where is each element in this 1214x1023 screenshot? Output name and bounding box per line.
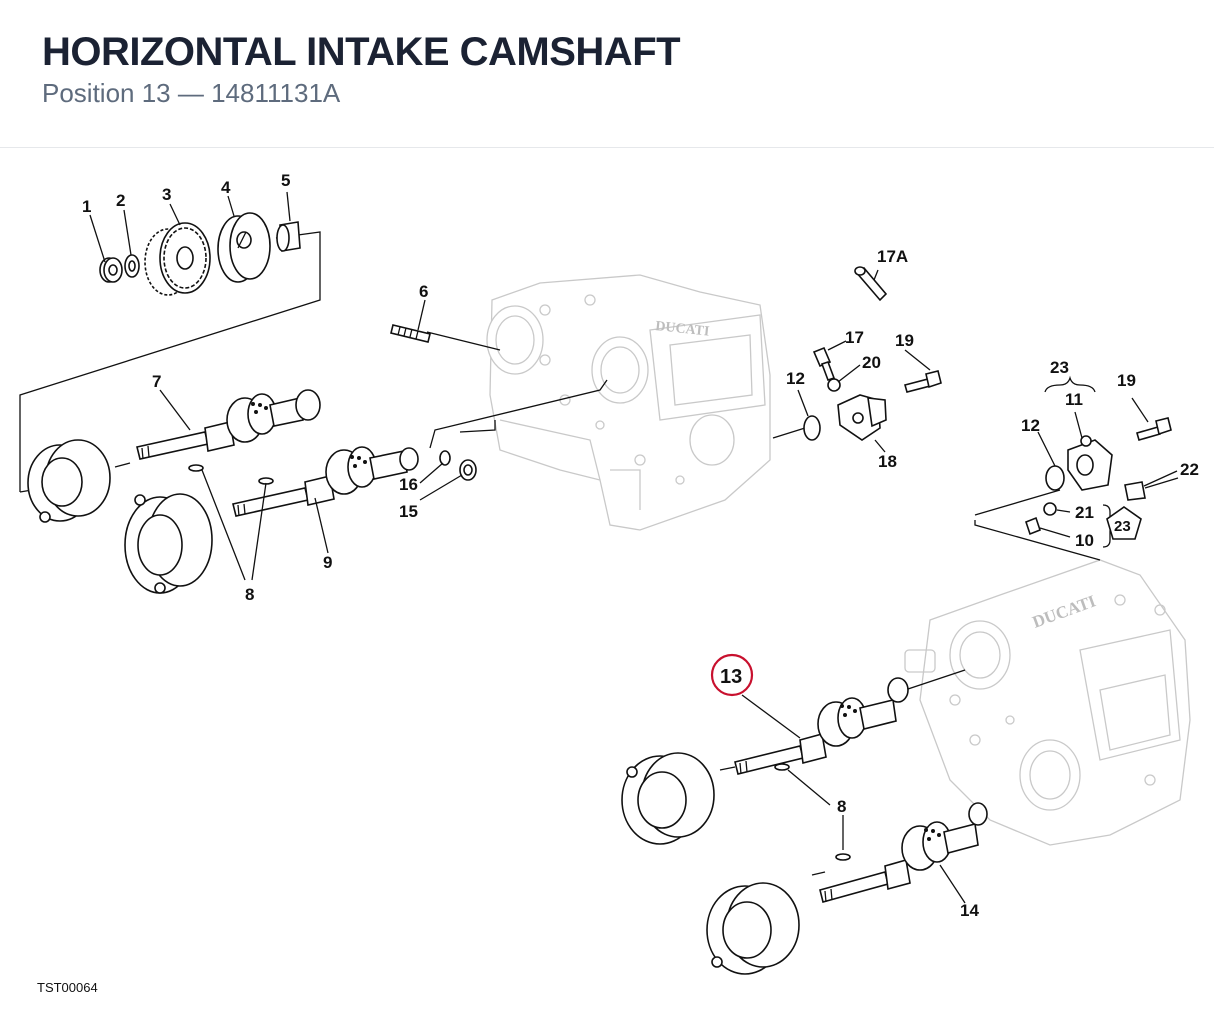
part-10-screw — [1025, 516, 1041, 536]
page-subtitle: Position 13 — 14811131A — [42, 78, 341, 108]
callout-8-lower: 8 — [837, 797, 846, 816]
callout-1: 1 — [82, 197, 91, 216]
callout-13: 13 — [720, 666, 742, 688]
cover-lettering-top: DUCATI — [655, 319, 710, 340]
callout-15: 15 — [399, 502, 418, 521]
document-code: TST00064 — [37, 980, 98, 995]
callout-7: 7 — [152, 372, 161, 391]
part-13-camshaft — [734, 677, 909, 775]
callout-17a: 17A — [877, 247, 908, 266]
callout-22: 22 — [1180, 460, 1199, 479]
callout-18: 18 — [878, 452, 897, 471]
callout-20: 20 — [862, 353, 881, 372]
part-1-nut — [99, 257, 123, 283]
callout-2: 2 — [116, 191, 125, 210]
callout-4: 4 — [221, 178, 231, 197]
callout-16: 16 — [399, 475, 418, 494]
part-17a-fitting — [854, 266, 888, 302]
callout-17: 17 — [845, 328, 864, 347]
part-18-flange — [837, 394, 887, 441]
callout-5: 5 — [281, 171, 290, 190]
part-12-oring-mid — [803, 415, 821, 441]
lower-head-casting: DUCATI — [904, 559, 1191, 846]
part-4-hub — [217, 212, 271, 283]
lower-cover-upper — [621, 752, 715, 845]
upper-cover-right — [124, 493, 213, 594]
callout-23-pentagon: 23 — [1114, 518, 1131, 535]
part-11-housing — [1067, 435, 1113, 491]
part-19-screw-mid — [904, 370, 942, 393]
leader-lines — [89, 191, 1178, 904]
callout-21: 21 — [1075, 503, 1094, 522]
callout-6: 6 — [419, 282, 428, 301]
highlight-circle-13 — [710, 653, 754, 697]
callout-9: 9 — [323, 553, 332, 572]
callout-11: 11 — [1065, 390, 1083, 409]
part-12-oring-right — [1045, 465, 1065, 491]
part-8-key-lower — [774, 763, 851, 861]
callout-labels: 1 2 3 4 5 6 7 8 9 16 15 12 18 17 20 17A … — [82, 171, 1199, 920]
part-22-fitting — [1124, 477, 1179, 501]
part-6-stud — [390, 324, 431, 343]
part-16-seal — [439, 450, 451, 466]
callout-12-mid: 12 — [786, 369, 805, 388]
part-19-screw-right — [1136, 417, 1172, 441]
callout-14: 14 — [960, 901, 979, 920]
part-8-key-upper — [188, 464, 274, 485]
part-14-camshaft — [819, 802, 988, 903]
part-2-washer — [124, 254, 140, 278]
callout-23-top: 23 — [1050, 358, 1069, 377]
callout-3: 3 — [162, 185, 171, 204]
part-15-seal — [459, 459, 477, 481]
callout-12-right: 12 — [1021, 416, 1040, 435]
part-7-camshaft — [136, 389, 321, 460]
upper-head-casting: DUCATI — [486, 274, 771, 531]
part-9-camshaft — [232, 446, 419, 517]
part-3-toothed-pulley — [144, 222, 211, 296]
upper-cover-left — [27, 439, 111, 523]
callout-19-mid: 19 — [895, 331, 914, 350]
part-21-washer — [1043, 502, 1057, 516]
part-5-spacer — [276, 221, 301, 252]
part-17-screw — [812, 346, 836, 382]
page-title: HORIZONTAL INTAKE CAMSHAFT — [42, 30, 681, 74]
callout-19-right: 19 — [1117, 371, 1136, 390]
part-20-washer — [827, 378, 841, 392]
callout-10: 10 — [1075, 531, 1094, 550]
lower-cover-lower — [706, 882, 800, 975]
callout-8-upper: 8 — [245, 585, 254, 604]
header: HORIZONTAL INTAKE CAMSHAFT Position 13 —… — [0, 0, 1214, 148]
